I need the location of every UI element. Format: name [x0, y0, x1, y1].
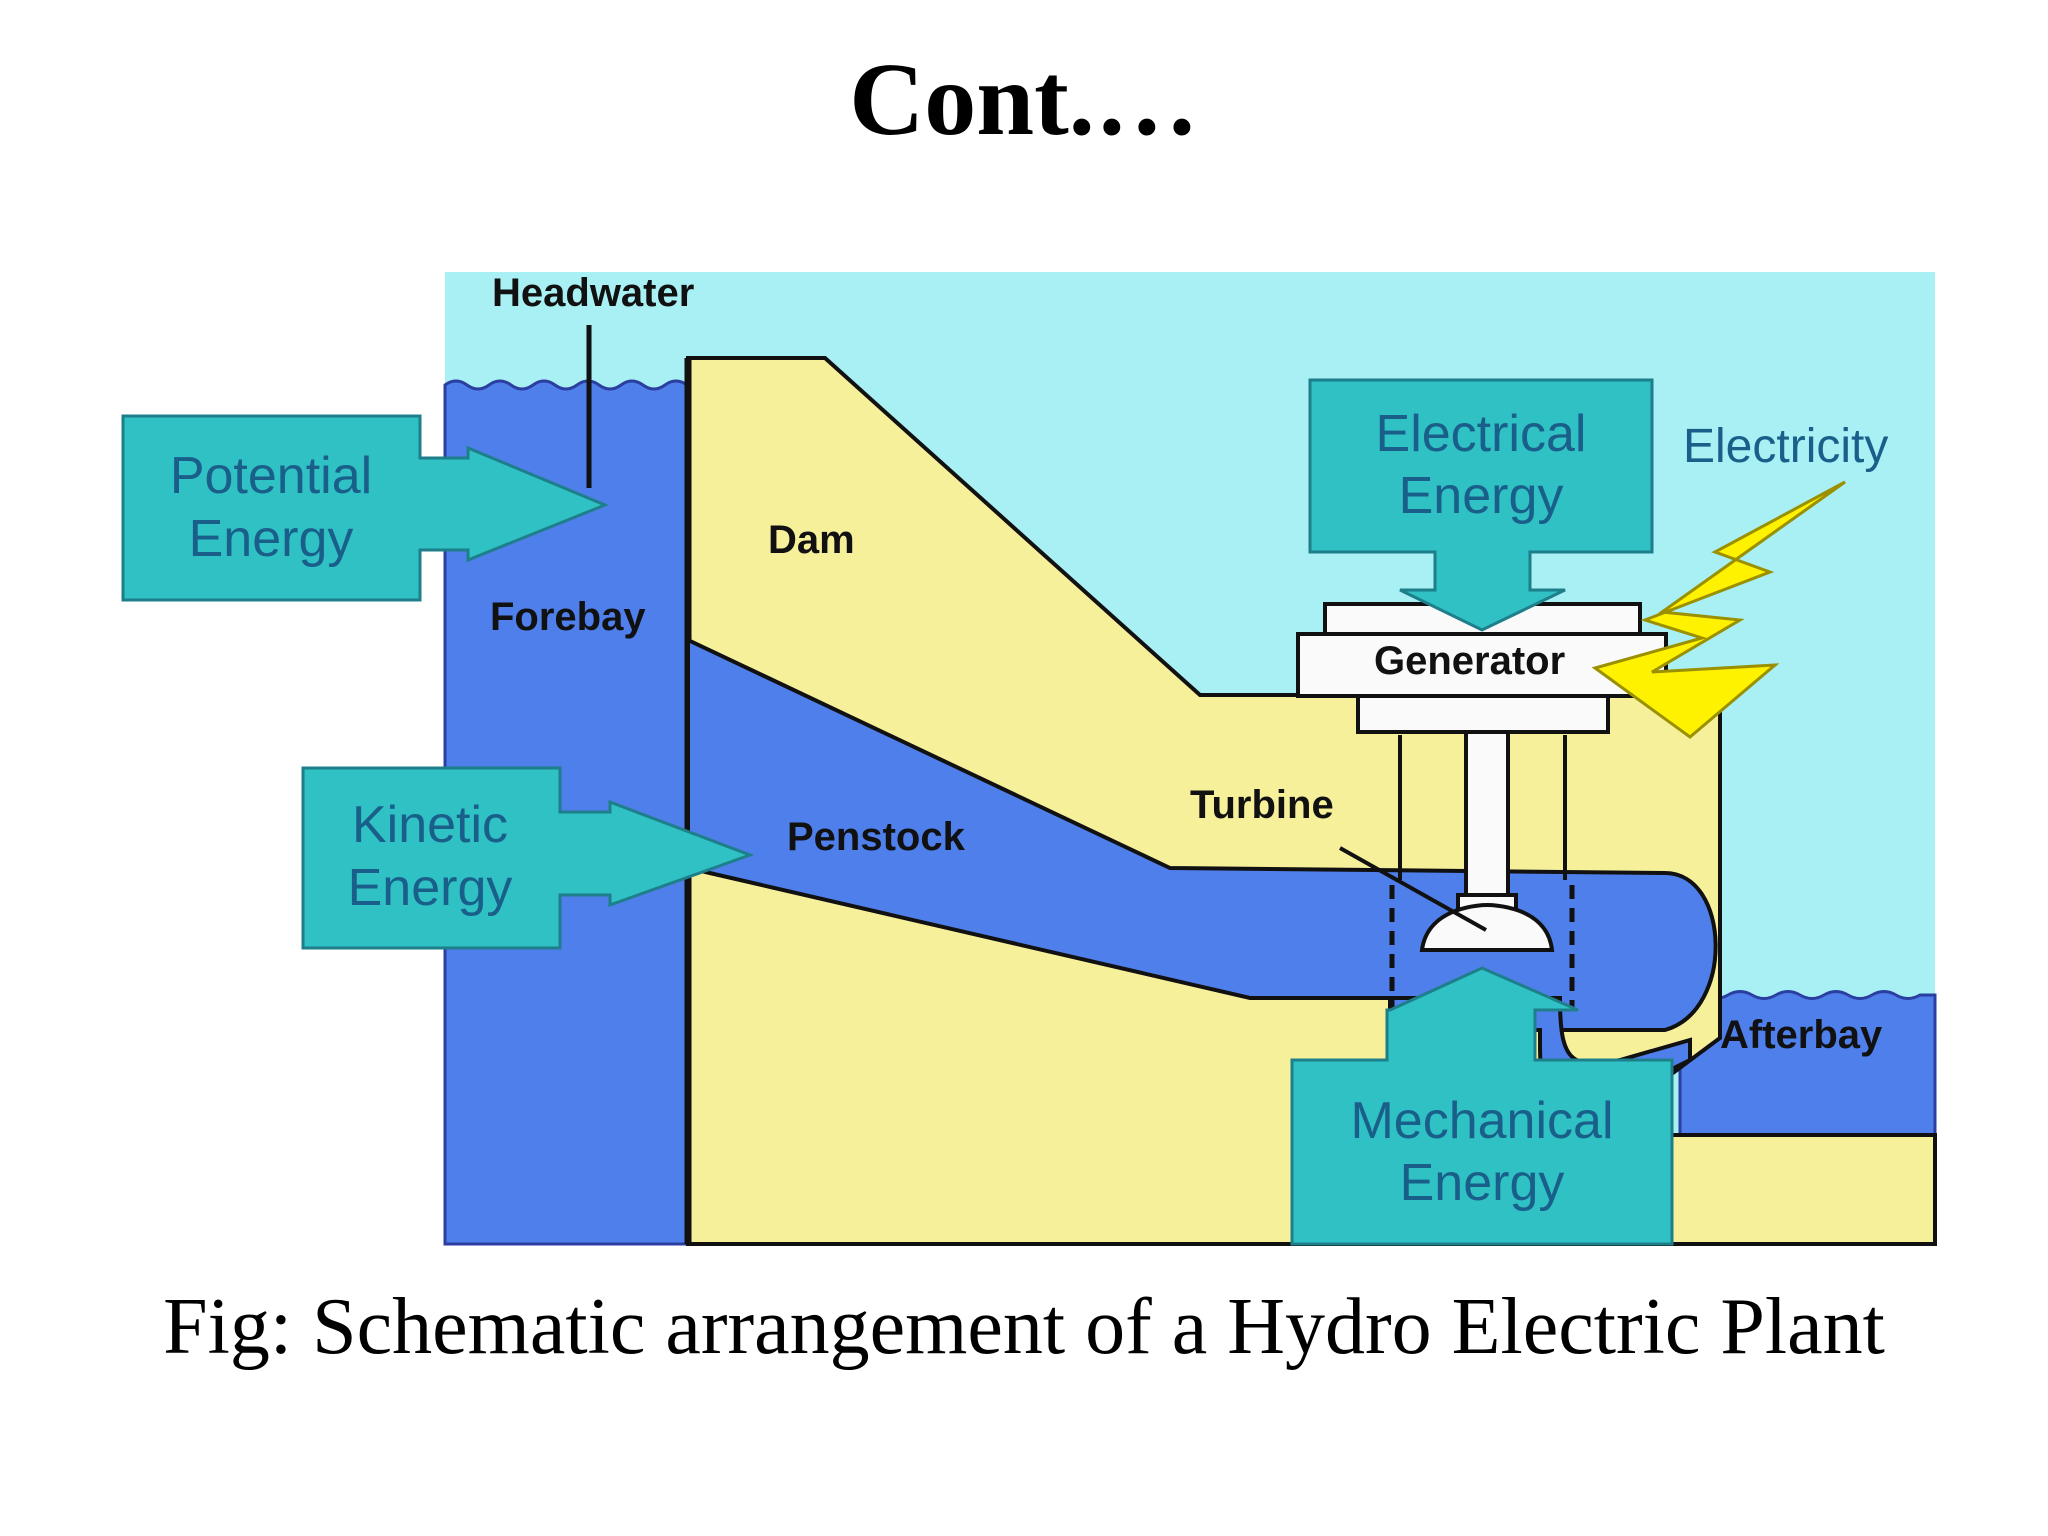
kinetic-energy-box: Kinetic Energy — [301, 766, 755, 950]
kinetic-energy-label-1: Kinetic — [352, 796, 508, 854]
mechanical-energy-box: Mechanical Energy — [1290, 966, 1674, 1246]
headwater-label: Headwater — [492, 271, 694, 315]
lightning-bolt-icon — [1591, 480, 1846, 739]
figure-caption: Fig: Schematic arrangement of a Hydro El… — [163, 1283, 1885, 1371]
afterbay-water — [1678, 990, 1937, 1137]
dam-label: Dam — [768, 518, 855, 562]
mechanical-energy-label-2: Energy — [1400, 1154, 1565, 1212]
generator-base — [1356, 694, 1610, 734]
kinetic-energy-label-2: Energy — [348, 859, 513, 917]
potential-energy-box: Potential Energy — [121, 414, 609, 602]
turbine-runner — [1419, 902, 1555, 952]
turbine-label: Turbine — [1190, 783, 1334, 827]
afterbay-label: Afterbay — [1720, 1013, 1883, 1057]
mechanical-energy-label-1: Mechanical — [1350, 1092, 1613, 1150]
potential-energy-label-2: Energy — [189, 510, 354, 568]
penstock-label: Penstock — [787, 815, 966, 859]
generator-label: Generator — [1374, 639, 1565, 683]
slide-title: Cont.… — [849, 42, 1199, 157]
electrical-energy-box: Electrical Energy — [1308, 378, 1654, 632]
electrical-energy-label-1: Electrical — [1376, 405, 1587, 463]
potential-energy-label-1: Potential — [170, 447, 372, 505]
electrical-energy-label-2: Energy — [1399, 467, 1564, 525]
turbine-pointer — [1339, 846, 1487, 932]
electricity-label: Electricity — [1683, 420, 1888, 473]
turbine-shaft — [1464, 730, 1510, 912]
forebay-label: Forebay — [490, 595, 646, 639]
